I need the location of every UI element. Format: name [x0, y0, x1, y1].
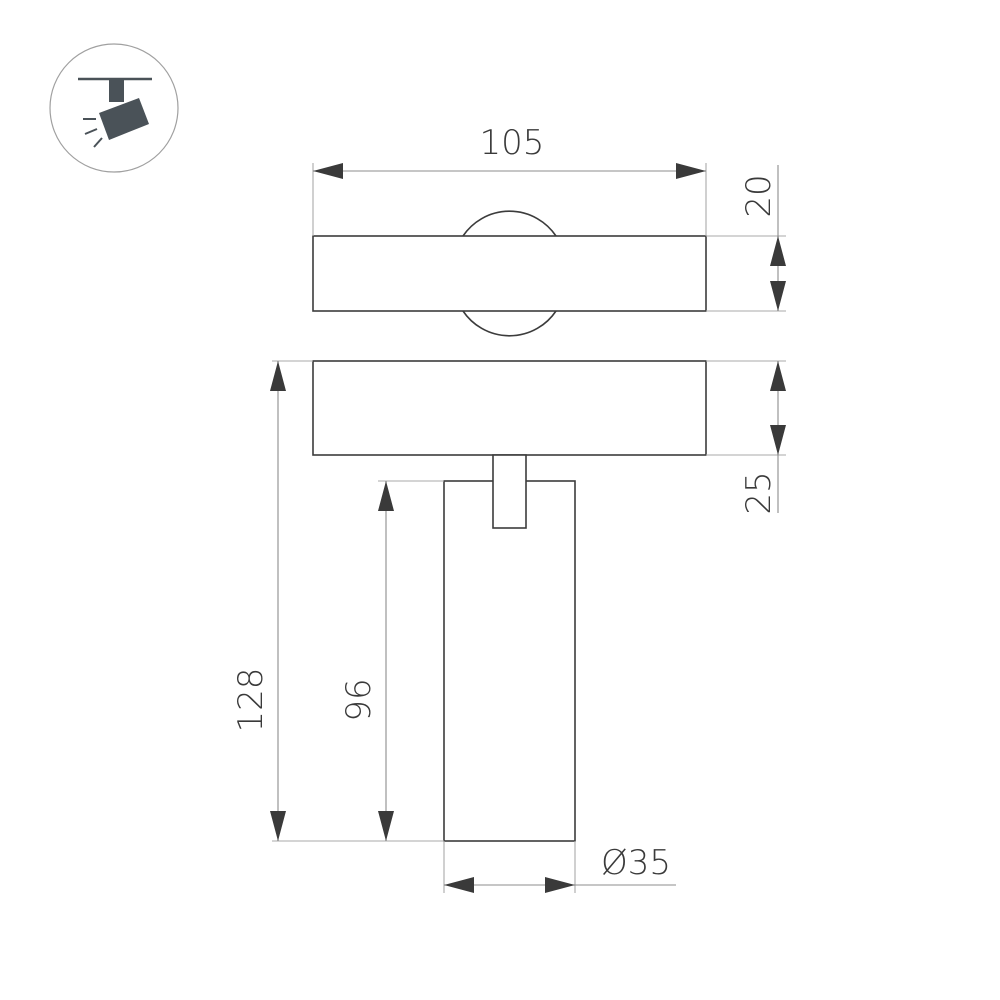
dimension-label-diameter: Ø35	[601, 843, 671, 883]
top-view	[312, 210, 707, 337]
dimension-total-height-128: 128	[231, 360, 444, 842]
track-spotlight-icon	[49, 43, 179, 173]
dimension-mount-height-20: 20	[706, 165, 786, 312]
lamp-cylinder	[443, 480, 576, 842]
dimension-diameter-35: Ø35	[443, 841, 676, 893]
adapter-housing	[312, 360, 707, 456]
round-base-bottom-arc	[462, 310, 557, 337]
dimension-label-body-height: 96	[339, 678, 379, 721]
top-plate	[312, 235, 707, 312]
pivot-stem	[492, 454, 527, 529]
dimension-width-105: 105	[312, 123, 707, 236]
dimension-body-height-96: 96	[339, 480, 444, 841]
dimension-label-total-height: 128	[231, 668, 271, 733]
dimension-label-mount-height: 20	[739, 174, 779, 217]
dimension-label-width: 105	[480, 123, 545, 163]
dimension-label-housing-height: 25	[739, 471, 779, 514]
dimension-housing-height-25: 25	[706, 360, 786, 515]
side-view	[312, 360, 707, 842]
round-base-top-arc	[462, 210, 557, 237]
